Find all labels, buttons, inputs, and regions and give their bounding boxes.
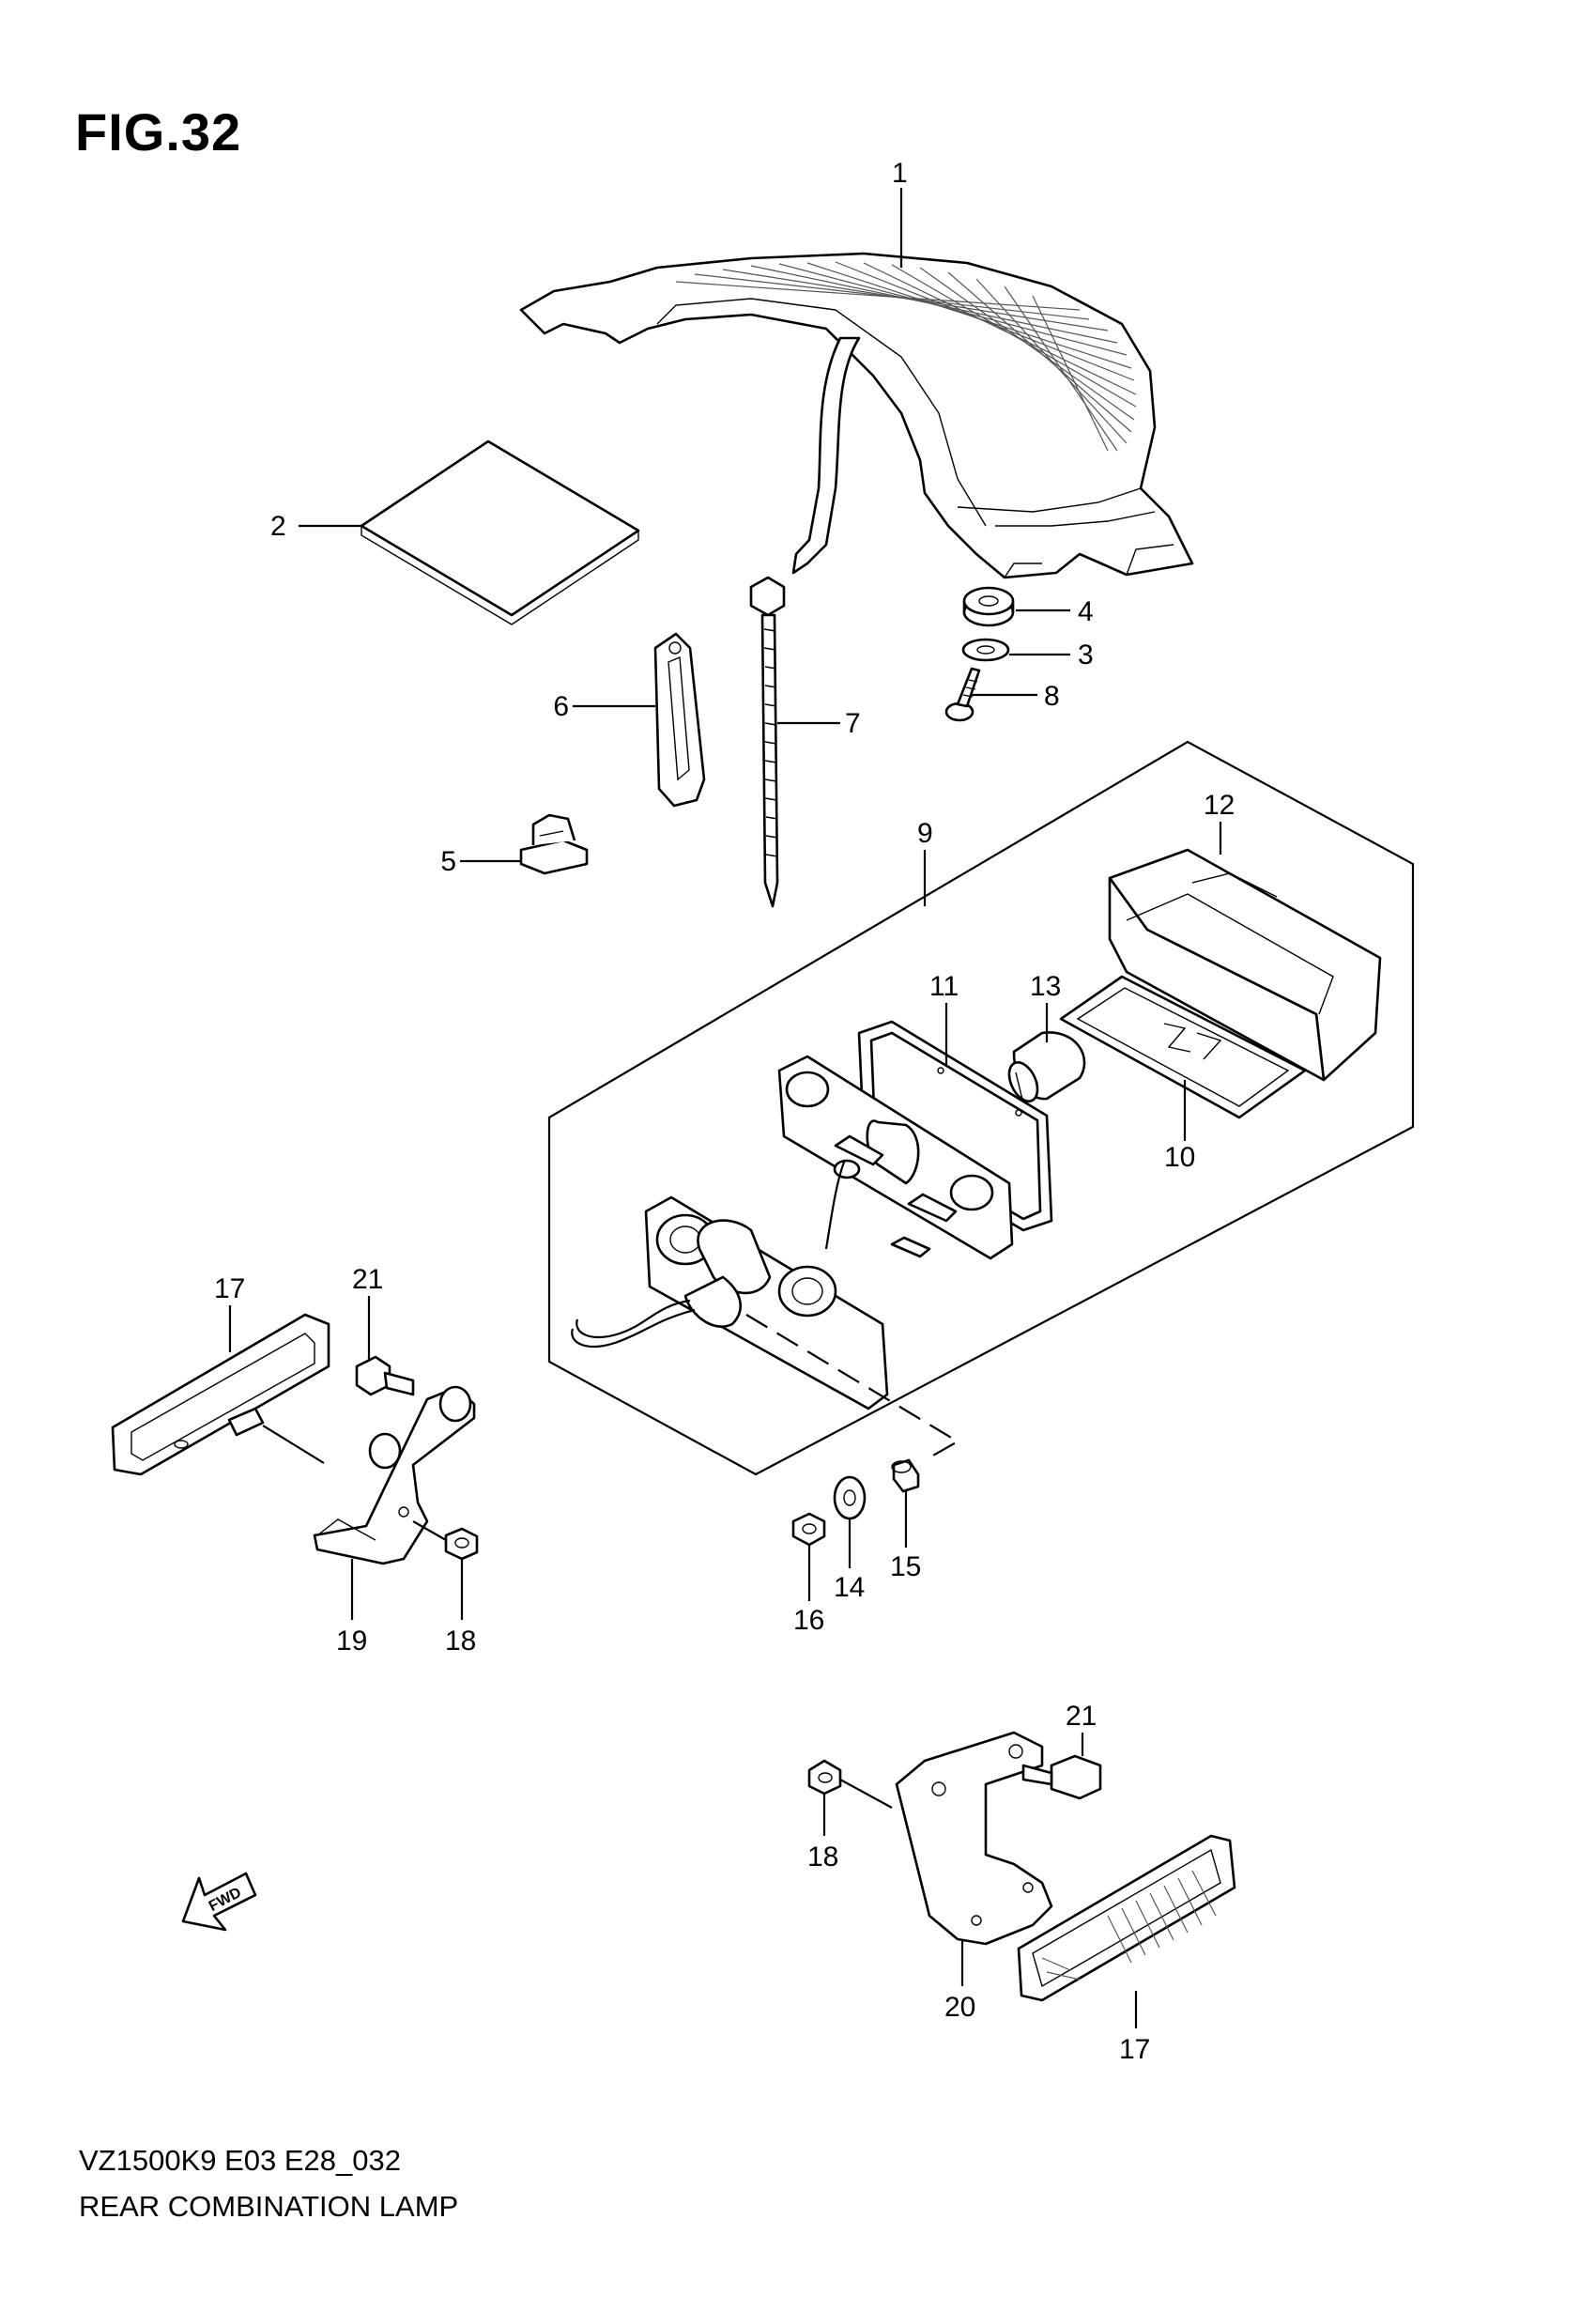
callout-6: 6	[553, 691, 569, 722]
part-1-lamp-housing[interactable]	[519, 252, 1194, 579]
callout-18-left: 18	[445, 1626, 476, 1657]
callout-8: 8	[1044, 681, 1060, 712]
leader-17-left-bolt	[262, 1425, 325, 1464]
screw-11[interactable]	[890, 1236, 931, 1258]
leader-18-left-link	[412, 1520, 447, 1541]
callout-15: 15	[890, 1551, 921, 1582]
assembly-9-outline	[547, 740, 1415, 1476]
part-16-nut[interactable]	[791, 1512, 826, 1547]
leader-lines	[228, 188, 1222, 2028]
callout-1: 1	[892, 158, 908, 189]
part-4-grommet[interactable]	[962, 586, 1015, 627]
part-7-cable-tie[interactable]	[749, 576, 786, 908]
lamp-base-outer[interactable]	[644, 1195, 889, 1410]
part-19-bracket-left[interactable]	[313, 1385, 476, 1565]
wire-harness	[571, 1299, 696, 1348]
part-6-clamp[interactable]	[653, 632, 706, 808]
bolt-11-a[interactable]	[834, 1134, 884, 1166]
callout-9: 9	[917, 818, 933, 849]
part-12-lens-cover[interactable]	[1108, 848, 1382, 1082]
lamp-base-inner[interactable]	[777, 1055, 1014, 1260]
callout-10: 10	[1164, 1142, 1195, 1173]
wire-bulb	[824, 1159, 847, 1250]
part-3-washer[interactable]	[961, 638, 1010, 662]
part-21-bolt-right[interactable]	[1021, 1754, 1102, 1800]
part-5-clip[interactable]	[519, 813, 589, 875]
callout-3: 3	[1078, 640, 1094, 670]
callout-14: 14	[834, 1572, 865, 1603]
leader-18-right-link	[839, 1779, 893, 1809]
callout-11: 11	[929, 971, 959, 1002]
callout-17-left: 17	[214, 1273, 245, 1304]
figure-name: REAR COMBINATION LAMP	[79, 2190, 459, 2223]
figure-title: FIG.32	[75, 102, 242, 162]
callout-4: 4	[1078, 596, 1094, 627]
callout-19: 19	[336, 1626, 367, 1657]
dashed-assembly-line	[745, 1314, 960, 1461]
part-17-reflector-left[interactable]	[111, 1313, 330, 1476]
part-14-washer[interactable]	[833, 1475, 867, 1520]
callout-21-left: 21	[352, 1264, 383, 1295]
figure-code: VZ1500K9 E03 E28_032	[79, 2144, 401, 2177]
part-15-collar[interactable]	[891, 1458, 920, 1493]
part-18-nut-right[interactable]	[807, 1759, 842, 1796]
callout-12: 12	[1204, 790, 1235, 821]
bolt-11-b[interactable]	[907, 1193, 958, 1223]
part-13-bulb[interactable]	[1004, 1031, 1086, 1105]
part-18-nut-left[interactable]	[444, 1527, 479, 1561]
callout-7: 7	[845, 708, 861, 739]
part-8-screw[interactable]	[944, 667, 981, 722]
fwd-arrow-icon: FWD	[181, 1872, 257, 1932]
part-20-bracket-right[interactable]	[895, 1731, 1053, 1946]
callout-5: 5	[440, 846, 456, 877]
part-2-sheet[interactable]	[360, 439, 640, 625]
callout-numbers: 1 2 4 3 8 6 7 5 9 12 11 13 10 17 21 16 1…	[214, 158, 1235, 2065]
callout-16: 16	[793, 1605, 824, 1636]
callout-18-right: 18	[807, 1842, 838, 1873]
callout-13: 13	[1030, 971, 1061, 1002]
callout-21-right: 21	[1066, 1701, 1097, 1732]
callout-17-right: 17	[1119, 2034, 1150, 2065]
callout-2: 2	[270, 511, 286, 542]
callout-20: 20	[944, 1992, 975, 2023]
part-10-plate[interactable]	[1059, 975, 1307, 1119]
part-17-reflector-right[interactable]	[1017, 1834, 1236, 2002]
part-21-bolt-left[interactable]	[355, 1355, 415, 1396]
